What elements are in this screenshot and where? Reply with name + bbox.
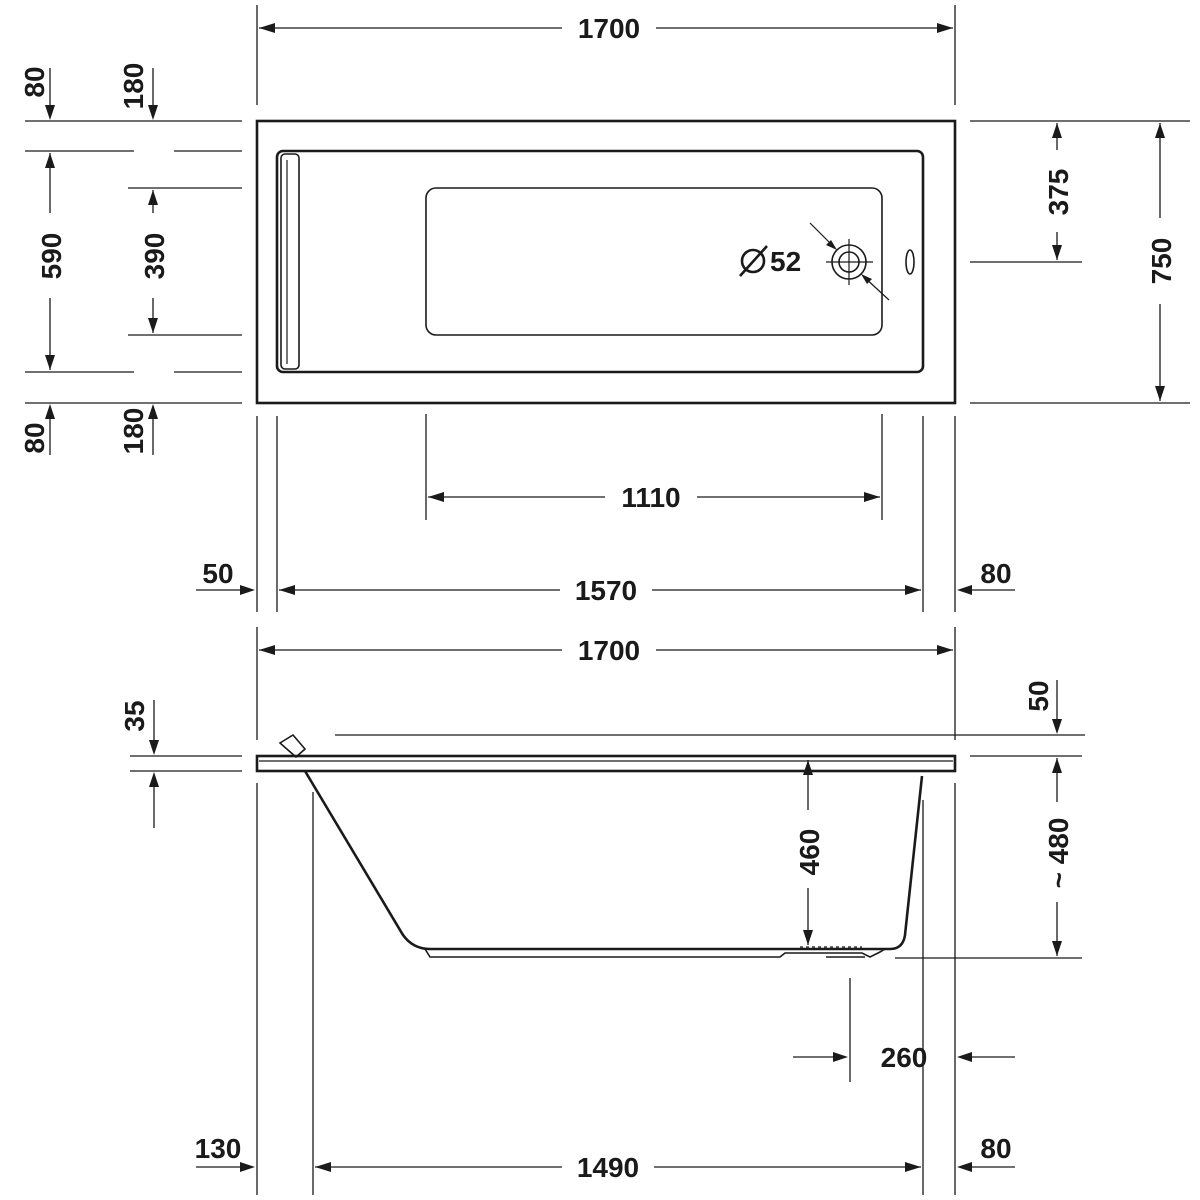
dim-label-side-right-offset: 80	[980, 1133, 1011, 1164]
dim-drain-position: 260	[793, 1042, 1015, 1073]
dim-bottom-inner-left: 180	[118, 404, 158, 455]
dim-top-inner-left: 180	[118, 63, 158, 120]
dim-label-floor-width: 390	[139, 233, 170, 280]
dim-label-bottom-length: 1490	[577, 1152, 639, 1183]
dim-top-rim-left: 80	[19, 66, 55, 120]
mid-extensions	[256, 416, 956, 612]
backrest	[280, 153, 300, 370]
dim-label-side-left-offset: 130	[195, 1133, 242, 1164]
dim-overall-width: 750	[1146, 123, 1177, 401]
dim-label-inner-width: 590	[36, 233, 67, 280]
dim-floor-length: 1110	[425, 414, 883, 520]
dim-bottom-rim-left: 80	[19, 404, 55, 455]
dim-label-left-rim: 50	[202, 558, 233, 589]
dim-label-overall-height: ~ 480	[1043, 818, 1074, 889]
dim-label-right-top-offset: 50	[1023, 680, 1054, 711]
dim-label-bottom-inner-left: 180	[118, 408, 149, 455]
drain-symbol	[809, 222, 890, 301]
dim-label-drain-offset: 375	[1043, 169, 1074, 216]
dim-side-right-offset: 80	[957, 1133, 1015, 1172]
dim-label-inner-length: 1570	[575, 575, 637, 606]
side-backrest	[278, 733, 307, 759]
top-view	[255, 119, 957, 405]
side-left-extensions	[130, 755, 956, 1195]
dim-label-bottom-rim-left: 80	[19, 422, 50, 453]
side-rim	[255, 754, 957, 773]
dim-label-drain-position: 260	[881, 1042, 928, 1073]
dim-inner-width: 590	[36, 153, 67, 370]
dim-label-top-inner-left: 180	[118, 63, 149, 110]
dim-label-inner-depth: 460	[794, 829, 825, 876]
dim-inner-depth: 460	[794, 760, 825, 945]
dim-floor-width: 390	[139, 190, 170, 333]
dim-right-rim: 80	[957, 558, 1015, 595]
dim-drain-offset: 375	[1043, 123, 1074, 260]
top-right-extensions	[970, 120, 1190, 404]
dim-label-rim-thickness: 35	[119, 700, 150, 731]
dim-right-top-offset: 50	[970, 680, 1082, 757]
dim-label-overall-width: 750	[1146, 238, 1177, 285]
dim-label-floor-length: 1110	[621, 482, 680, 513]
top-left-extensions	[25, 120, 242, 404]
dim-label-side-overall: 1700	[578, 635, 640, 666]
tub-inner-basin	[275, 149, 925, 374]
dim-inner-length: 1570	[279, 575, 921, 606]
dim-top-overall: 1700	[256, 5, 956, 105]
dim-bottom-length: 1490	[315, 1152, 921, 1183]
side-view	[255, 733, 1085, 958]
overflow-outlet	[905, 249, 915, 275]
dim-label-right-rim: 80	[980, 558, 1011, 589]
dim-label-drain-diameter: 52	[770, 246, 801, 277]
dim-left-rim: 50	[196, 558, 255, 595]
tub-floor	[425, 187, 883, 336]
dim-label-top-overall: 1700	[578, 13, 640, 44]
dim-label-top-rim-left: 80	[19, 66, 50, 97]
dim-overall-height: ~ 480	[895, 758, 1082, 959]
dim-rim-thickness: 35	[119, 700, 159, 828]
tub-outer-rim	[255, 119, 957, 405]
dim-side-left-offset: 130	[195, 1133, 255, 1172]
diameter-symbol	[739, 245, 768, 277]
tub-body-profile	[303, 770, 924, 951]
dim-side-overall: 1700	[256, 627, 956, 740]
